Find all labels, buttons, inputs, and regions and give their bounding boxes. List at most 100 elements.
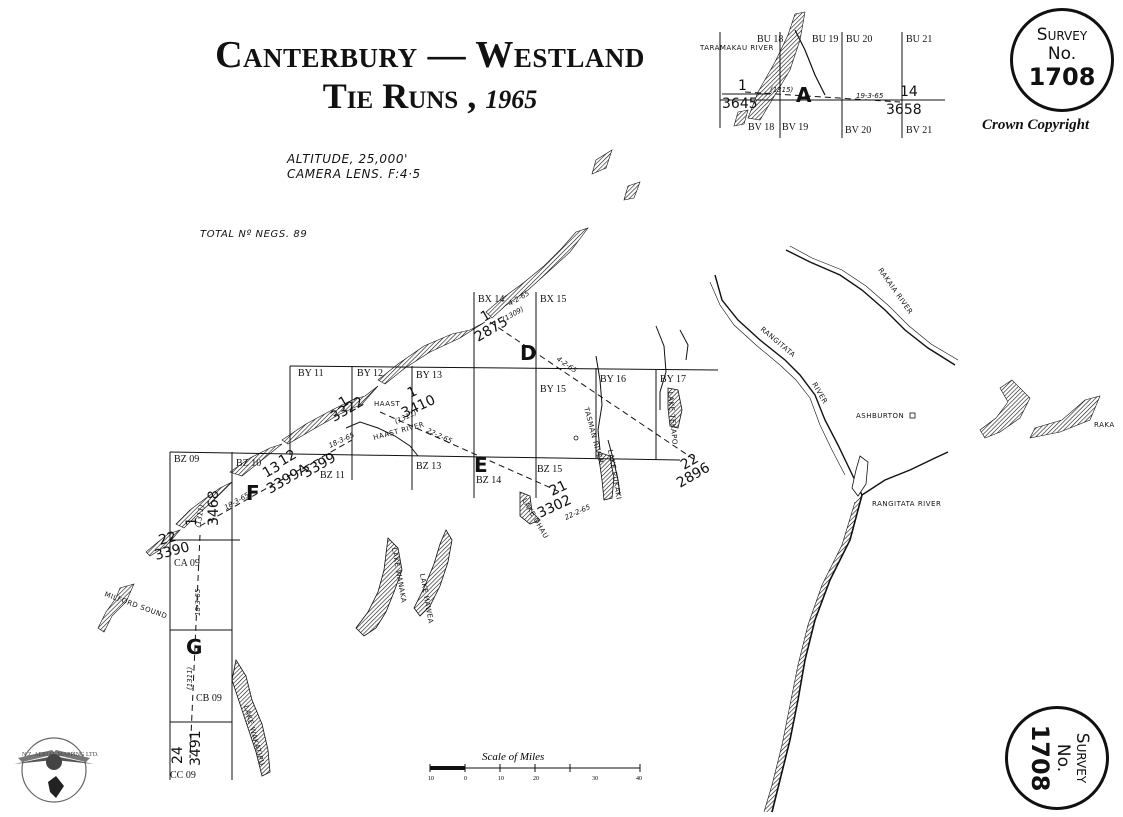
run-d-date-end: 4-2-65 xyxy=(555,355,579,375)
crown-copyright: Crown Copyright xyxy=(982,117,1090,133)
run-e-end-num: 21 xyxy=(547,478,570,500)
run-g-west-num: 22 xyxy=(157,529,178,549)
logo-text: N.Z. AERIAL MAPPING LTD. xyxy=(22,752,99,758)
flight-line-a xyxy=(744,91,901,103)
sheet-cc09: CC 09 xyxy=(170,770,196,781)
flight-line-f xyxy=(199,439,353,527)
run-e: 1 3410 (1311) 22-2-65 E 21 3302 22-2-65 xyxy=(393,383,592,521)
run-a-end-num: 14 xyxy=(900,84,918,100)
flight-lines xyxy=(189,91,901,759)
run-d-end-num: 22 xyxy=(678,451,701,474)
run-a-date: 19-3-65 xyxy=(856,92,884,100)
flight-line-e xyxy=(379,411,561,493)
coastline-hatching xyxy=(97,11,1101,633)
badge-no-label: No. xyxy=(1047,44,1077,64)
run-d-film: (1309) xyxy=(501,305,525,324)
run-a-film: (1315) xyxy=(770,86,794,94)
title-year: 1965 xyxy=(485,85,538,114)
run-a-end-neg: 3658 xyxy=(886,102,922,118)
ashburton-marker xyxy=(909,412,916,419)
flight-line-g xyxy=(189,534,201,759)
run-d-letter: D xyxy=(520,341,537,365)
run-g-end-num: 24 xyxy=(170,746,186,764)
scale-tick-4: 30 xyxy=(592,776,598,782)
run-g-letter: G xyxy=(186,635,202,659)
scale-tick-5: 40 xyxy=(636,776,642,782)
sheet-bv18: BV 18 xyxy=(748,122,774,133)
sheet-bz10: BZ 10 xyxy=(236,458,261,469)
total-negatives: TOTAL Nº NEGS. 89 xyxy=(200,229,308,240)
sheet-bu18: BU 18 xyxy=(757,34,783,45)
run-g-start-neg: 3468 xyxy=(206,490,222,526)
run-a: 1 3645 (1315) A 19-3-65 14 3658 xyxy=(722,78,940,118)
map-title: Canterbury — Westland Tie Runs , 1965 xyxy=(190,34,670,120)
sheet-by12: BY 12 xyxy=(357,368,383,379)
place-haast: HAAST xyxy=(374,400,400,408)
scale-bar: Scale of Miles 10 0 10 20 30 40 xyxy=(428,751,642,782)
place-raka: RAKA xyxy=(1094,421,1115,429)
sheet-bz09: BZ 09 xyxy=(174,454,199,465)
sheet-by13: BY 13 xyxy=(416,370,442,381)
sheet-ca09: CA 09 xyxy=(174,558,200,569)
run-g-film-top: (1311) xyxy=(194,504,206,529)
run-g-end-neg: 3491 xyxy=(188,730,204,766)
run-f-mid-neg: 3322 xyxy=(328,394,367,426)
title-line2: Tie Runs , 1965 xyxy=(190,76,670,120)
run-g-film: (1311) xyxy=(186,666,194,690)
badge-survey-label: Survey xyxy=(1036,25,1088,45)
run-f-start-num: 13 xyxy=(260,459,283,482)
place-rakaia: RAKAIA RIVER xyxy=(876,267,914,316)
lakes xyxy=(231,387,869,777)
title-line1: Canterbury — Westland xyxy=(215,34,645,76)
run-f: 1 3322 18-3-65 12 3399 13 3399A F 18-3-6… xyxy=(223,393,367,512)
sheet-bz11: BZ 11 xyxy=(320,470,345,481)
grid-main xyxy=(169,292,719,780)
sheet-by11: BY 11 xyxy=(298,368,324,379)
sheet-labels: BU 18 BU 19 BU 20 BU 21 BV 18 BV 19 BV 2… xyxy=(170,34,932,781)
run-a-start-neg: 3645 xyxy=(722,96,758,112)
sheet-bu21: BU 21 xyxy=(906,34,932,45)
sheet-bz14: BZ 14 xyxy=(476,475,501,486)
scale-tick-3: 20 xyxy=(533,776,539,782)
scale-bar-fill xyxy=(430,766,465,770)
scale-tick-0: 10 xyxy=(428,776,434,782)
sheet-bz13: BZ 13 xyxy=(416,461,441,472)
town-marker xyxy=(573,435,579,441)
sheet-by16: BY 16 xyxy=(600,374,626,385)
sheet-bx15: BX 15 xyxy=(540,294,566,305)
flight-specs: ALTITUDE, 25,000' CAMERA LENS. F:4·5 xyxy=(287,152,421,182)
run-g-date: 18-3-65 xyxy=(194,588,202,616)
place-rangitata-lower: RANGITATA RIVER xyxy=(872,500,941,508)
rivers xyxy=(345,29,959,813)
run-f-letter: F xyxy=(246,481,260,505)
sheet-bv20: BV 20 xyxy=(845,125,871,136)
nz-aerial-mapping-logo: N.Z. AERIAL MAPPING LTD. xyxy=(14,737,99,803)
sheet-bu20: BU 20 xyxy=(846,34,872,45)
scale-label: Scale of Miles xyxy=(482,751,544,763)
sheet-bv21: BV 21 xyxy=(906,125,932,136)
scale-tick-1: 0 xyxy=(464,776,467,782)
survey-badge-top: Survey No. 1708 xyxy=(1010,8,1114,112)
title-tie-runs: Tie Runs , xyxy=(322,76,477,116)
sheet-bz15: BZ 15 xyxy=(537,464,562,475)
altitude-text: ALTITUDE, 25,000' xyxy=(287,152,409,166)
sheet-by15: BY 15 xyxy=(540,384,566,395)
flight-line-d xyxy=(489,321,696,461)
sheet-cb09: CB 09 xyxy=(196,693,222,704)
run-a-letter: A xyxy=(796,83,812,107)
run-e-letter: E xyxy=(474,453,488,477)
sheet-bu19: BU 19 xyxy=(812,34,838,45)
sheet-bv19: BV 19 xyxy=(782,122,808,133)
run-g: 1 3468 (1311) 22 3390 18-3-65 G (1311) 2… xyxy=(153,490,222,766)
place-ashburton: ASHBURTON xyxy=(856,412,904,420)
run-a-start-num: 1 xyxy=(738,78,747,94)
run-e-date-start: 22-2-65 xyxy=(425,427,454,446)
scale-tick-2: 10 xyxy=(498,776,504,782)
run-g-start-num: 1 xyxy=(184,517,200,526)
lens-text: CAMERA LENS. F:4·5 xyxy=(287,167,421,181)
badge-number: 1708 xyxy=(1028,63,1096,91)
place-tasman-river: TASMAN RIVER xyxy=(582,405,605,464)
run-f-end-num: 12 xyxy=(276,447,299,470)
